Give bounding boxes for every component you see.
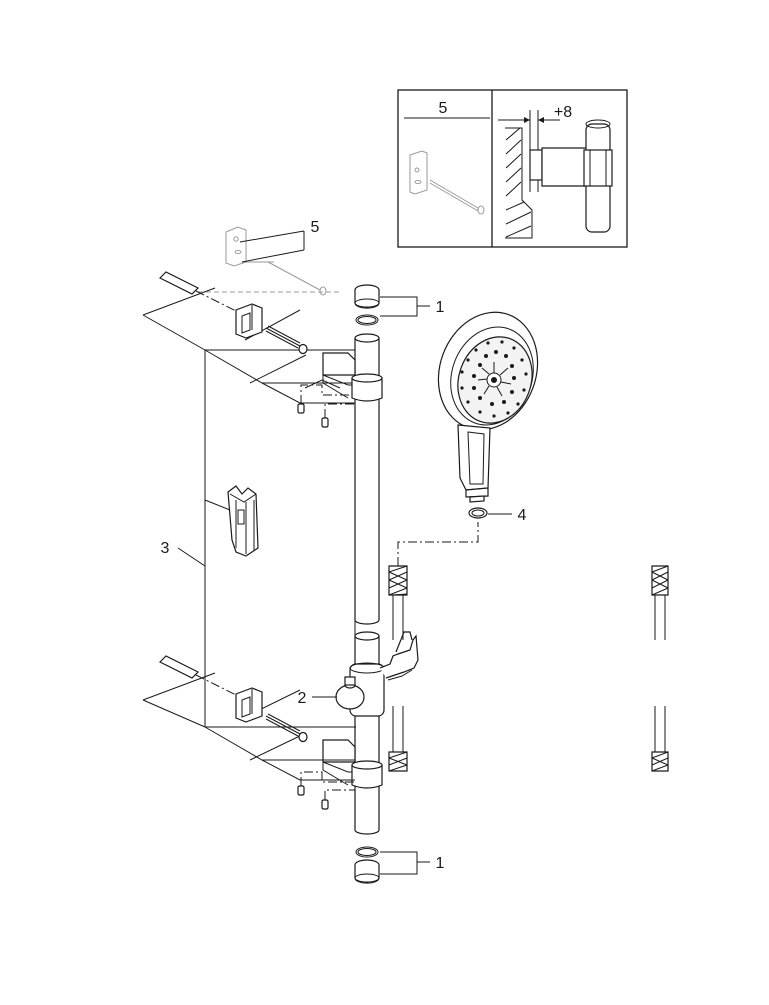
- wall-plug-top: [158, 271, 243, 315]
- grub-screws-bottom: [297, 771, 355, 810]
- wall-bracket-block-bottom: [235, 687, 308, 743]
- callout-label-1-bottom: 1: [436, 855, 445, 872]
- wall-bracket-block-top: [235, 303, 308, 355]
- inset-label-plus8: +8: [554, 104, 572, 121]
- callout-label-3: 3: [161, 540, 170, 557]
- slider-assembly: [335, 631, 419, 717]
- callout-slider: 2: [298, 690, 337, 707]
- grub-screws-top: [297, 379, 355, 428]
- shower-hose: [388, 522, 669, 772]
- callout-end-cap-top: 1: [380, 296, 445, 317]
- callout-label-5: 5: [311, 219, 320, 236]
- inset-detail: 5 +8: [397, 89, 628, 248]
- installation-tool: [227, 485, 259, 557]
- wall-bracket-set-group: 3: [161, 350, 259, 727]
- wall-plane-bottom: [142, 672, 356, 781]
- inset-wall-section: +8: [498, 104, 613, 239]
- bracket-screw-set-top: 5: [225, 219, 327, 296]
- hand-shower: 4: [437, 311, 539, 524]
- wall-plug-bottom: [158, 655, 243, 699]
- callout-label-2: 2: [298, 690, 307, 707]
- inset-label-5: 5: [439, 100, 448, 117]
- inset-bracket-screw: [409, 150, 485, 215]
- wall-plane-top: [142, 287, 356, 404]
- shower-rail: [322, 284, 419, 884]
- callout-label-4: 4: [518, 507, 527, 524]
- callout-label-1-top: 1: [436, 299, 445, 316]
- callout-end-cap-bottom: 1: [380, 851, 445, 875]
